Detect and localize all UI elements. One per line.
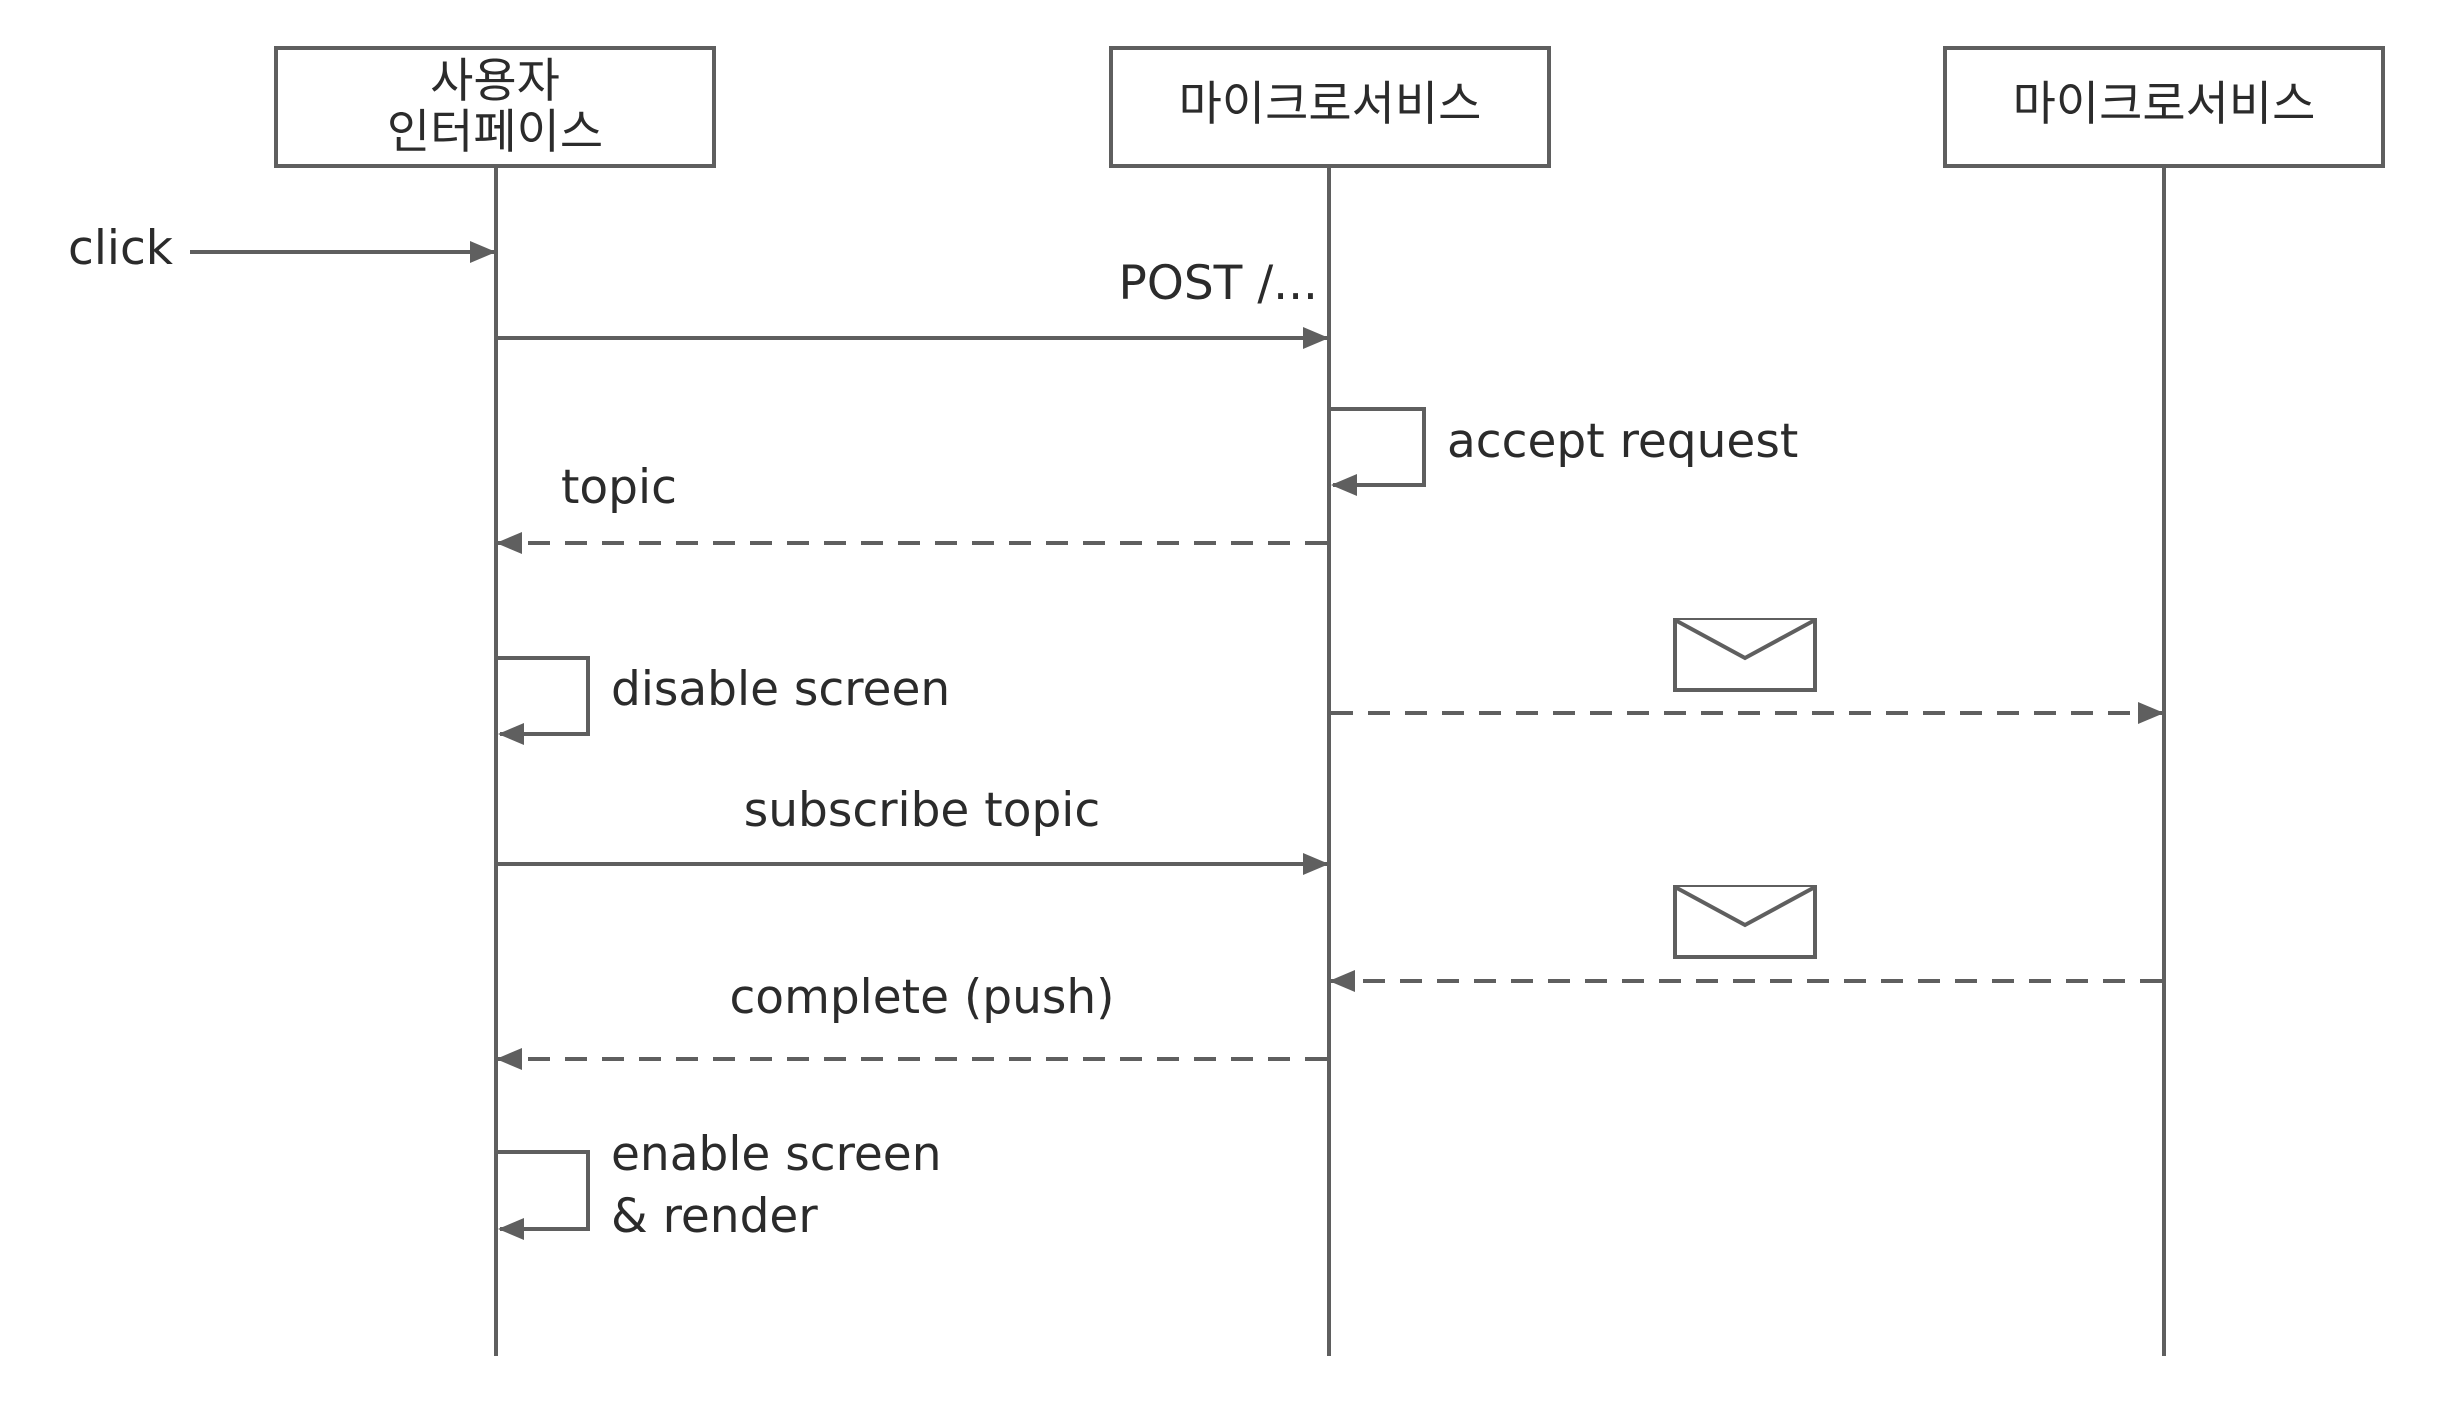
message-label-enable-line1: enable screen [611,1127,942,1182]
participant-microservice-1: 마이크로서비스 [1109,46,1551,168]
participant-box [1109,46,1551,168]
participant-microservice-2: 마이크로서비스 [1943,46,2385,168]
participant-label: 마이크로서비스 [1179,77,1482,132]
participant-box [1943,46,2385,168]
participant-label-line1: 사용자 [430,54,560,109]
envelope-icon [1673,885,1817,959]
participant-label: 마이크로서비스 [2013,77,2316,132]
message-label-enable-line2: & render [611,1189,818,1244]
self-call-accept-request [1331,407,1426,496]
message-label-complete: complete (push) [729,970,1114,1025]
participant-box [274,46,716,168]
message-label-topic: topic [561,460,677,515]
participant-label-line2: 인터페이스 [387,105,603,160]
message-label-post: POST /... [1119,256,1318,311]
envelope-icon [1673,618,1817,692]
self-call-enable-screen [498,1150,590,1240]
message-label-click: click [68,221,174,276]
message-label-disable: disable screen [611,662,950,717]
self-call-disable-screen [498,656,590,745]
message-label-subscribe: subscribe topic [744,783,1100,838]
participant-user-interface: 사용자 인터페이스 [274,46,716,168]
message-label-accept: accept request [1447,414,1798,469]
